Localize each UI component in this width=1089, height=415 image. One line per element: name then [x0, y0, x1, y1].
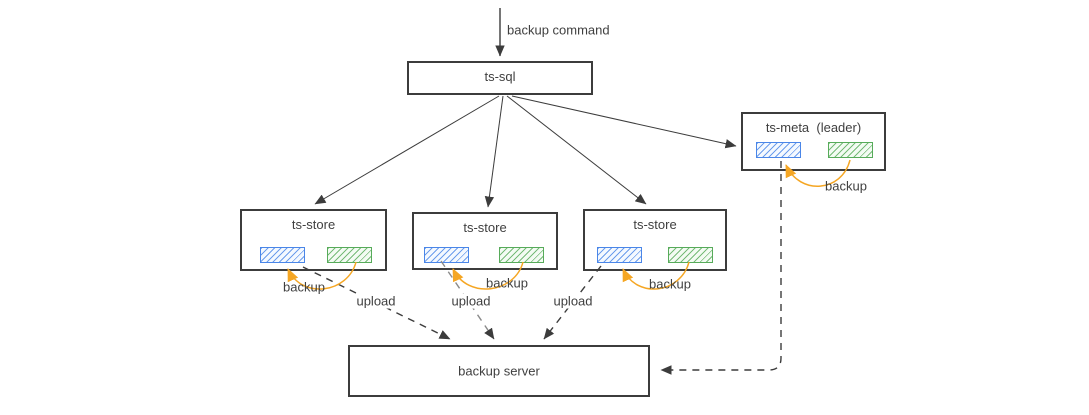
backup-edge-label: backup — [649, 276, 691, 292]
backup-command-label: backup command — [507, 22, 610, 38]
node-backup-server-label: backup server — [458, 363, 540, 379]
replica-green-icon — [828, 142, 873, 158]
backup-edge-label: backup — [283, 279, 325, 295]
backup-edge-label: backup — [825, 178, 867, 194]
edge-ts-sql-to-ts-store-3 — [506, 95, 647, 205]
node-ts-sql-label: ts-sql — [484, 69, 516, 84]
upload-edge-label: upload — [551, 293, 595, 309]
backup-edge-label: backup — [486, 275, 528, 291]
replica-green-icon — [327, 247, 372, 263]
replica-blue-icon — [260, 247, 305, 263]
node-ts-store-1-label: ts-store — [291, 217, 336, 232]
upload-edge-label: upload — [354, 293, 398, 309]
node-ts-store-2-label: ts-store — [463, 220, 507, 235]
replica-blue-icon — [756, 142, 801, 158]
node-backup-server: backup server — [348, 345, 650, 397]
replica-green-icon — [499, 247, 544, 263]
upload-edge-label: upload — [449, 293, 493, 309]
node-ts-sql: ts-sql — [407, 61, 593, 95]
replica-green-icon — [668, 247, 713, 263]
replica-blue-icon — [424, 247, 469, 263]
edge-ts-sql-to-ts-meta — [511, 95, 737, 149]
edge-ts-sql-to-ts-store-2 — [484, 95, 504, 208]
edge-ts-sql-to-ts-store-1 — [314, 95, 500, 205]
replica-blue-icon — [597, 247, 642, 263]
node-ts-store-3-label: ts-store — [633, 217, 677, 232]
node-ts-meta-leader-label: ts-meta (leader) — [765, 120, 862, 135]
